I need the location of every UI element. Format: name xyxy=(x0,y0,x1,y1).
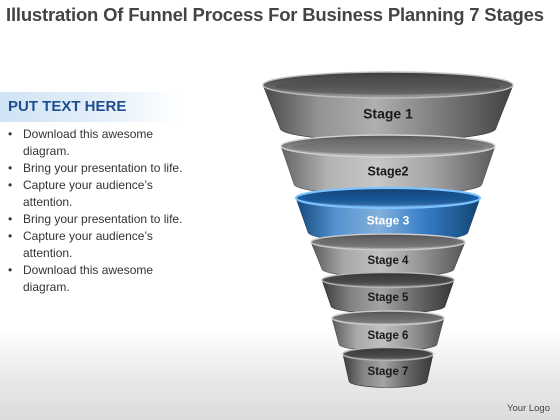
heading-band xyxy=(0,92,180,122)
funnel-stage-label: Stage 3 xyxy=(367,214,410,228)
funnel-stage-opening xyxy=(305,193,471,206)
funnel-stage-6: Stage 6 xyxy=(331,310,445,352)
funnel-stage-opening xyxy=(275,78,501,95)
bullet-item: • Download this awesome diagram. xyxy=(8,262,188,296)
bullet-text: Bring your presentation to life. xyxy=(23,212,183,226)
funnel-stage-5: Stage 5 xyxy=(321,271,455,314)
funnel-stage-2: Stage2 xyxy=(280,134,496,196)
bullet-dot-icon: • xyxy=(8,263,13,277)
bullet-dot-icon: • xyxy=(8,229,13,243)
funnel-stage-label: Stage 5 xyxy=(368,292,410,304)
bullet-item: • Capture your audience’s attention. xyxy=(8,177,188,211)
bullet-text: Capture your audience’s attention. xyxy=(23,229,153,260)
funnel-stage-4: Stage 4 xyxy=(310,233,466,278)
funnel-stage-7: Stage 7 xyxy=(342,346,434,388)
bullet-list: • Download this awesome diagram. • Bring y… xyxy=(8,126,188,296)
logo-text: Your Logo xyxy=(507,403,550,414)
text-panel-heading: PUT TEXT HERE xyxy=(8,98,127,115)
funnel-stage-opening xyxy=(337,314,439,324)
bullet-dot-icon: • xyxy=(8,212,13,226)
funnel-stage-label: Stage 1 xyxy=(363,106,413,122)
bullet-dot-icon: • xyxy=(8,178,13,192)
slide-title: Illustration Of Funnel Process For Busin… xyxy=(6,4,544,25)
bullet-item: • Capture your audience’s attention. xyxy=(8,228,188,262)
funnel-stage-label: Stage2 xyxy=(368,164,409,178)
bullet-text: Download this awesome diagram. xyxy=(23,263,154,294)
funnel-stage-opening xyxy=(291,140,485,155)
funnel-stage-label: Stage 4 xyxy=(368,255,410,267)
bullet-text: Download this awesome diagram. xyxy=(23,127,154,158)
funnel-stage-label: Stage 6 xyxy=(368,330,409,342)
funnel-stage-opening xyxy=(347,350,429,359)
funnel-stage-opening xyxy=(328,276,448,286)
bullet-text: Capture your audience’s attention. xyxy=(23,178,153,209)
bullet-dot-icon: • xyxy=(8,161,13,175)
funnel-stage-1: Stage 1 xyxy=(262,71,514,142)
bullet-item: • Bring your presentation to life. xyxy=(8,211,188,228)
funnel-stage-label: Stage 7 xyxy=(368,366,409,378)
funnel-stage-opening xyxy=(318,238,458,248)
bullet-item: • Download this awesome diagram. xyxy=(8,126,188,160)
bullet-dot-icon: • xyxy=(8,127,13,141)
funnel-stage-3: Stage 3 xyxy=(294,186,482,243)
bullet-text: Bring your presentation to life. xyxy=(23,161,183,175)
bullet-item: • Bring your presentation to life. xyxy=(8,160,188,177)
